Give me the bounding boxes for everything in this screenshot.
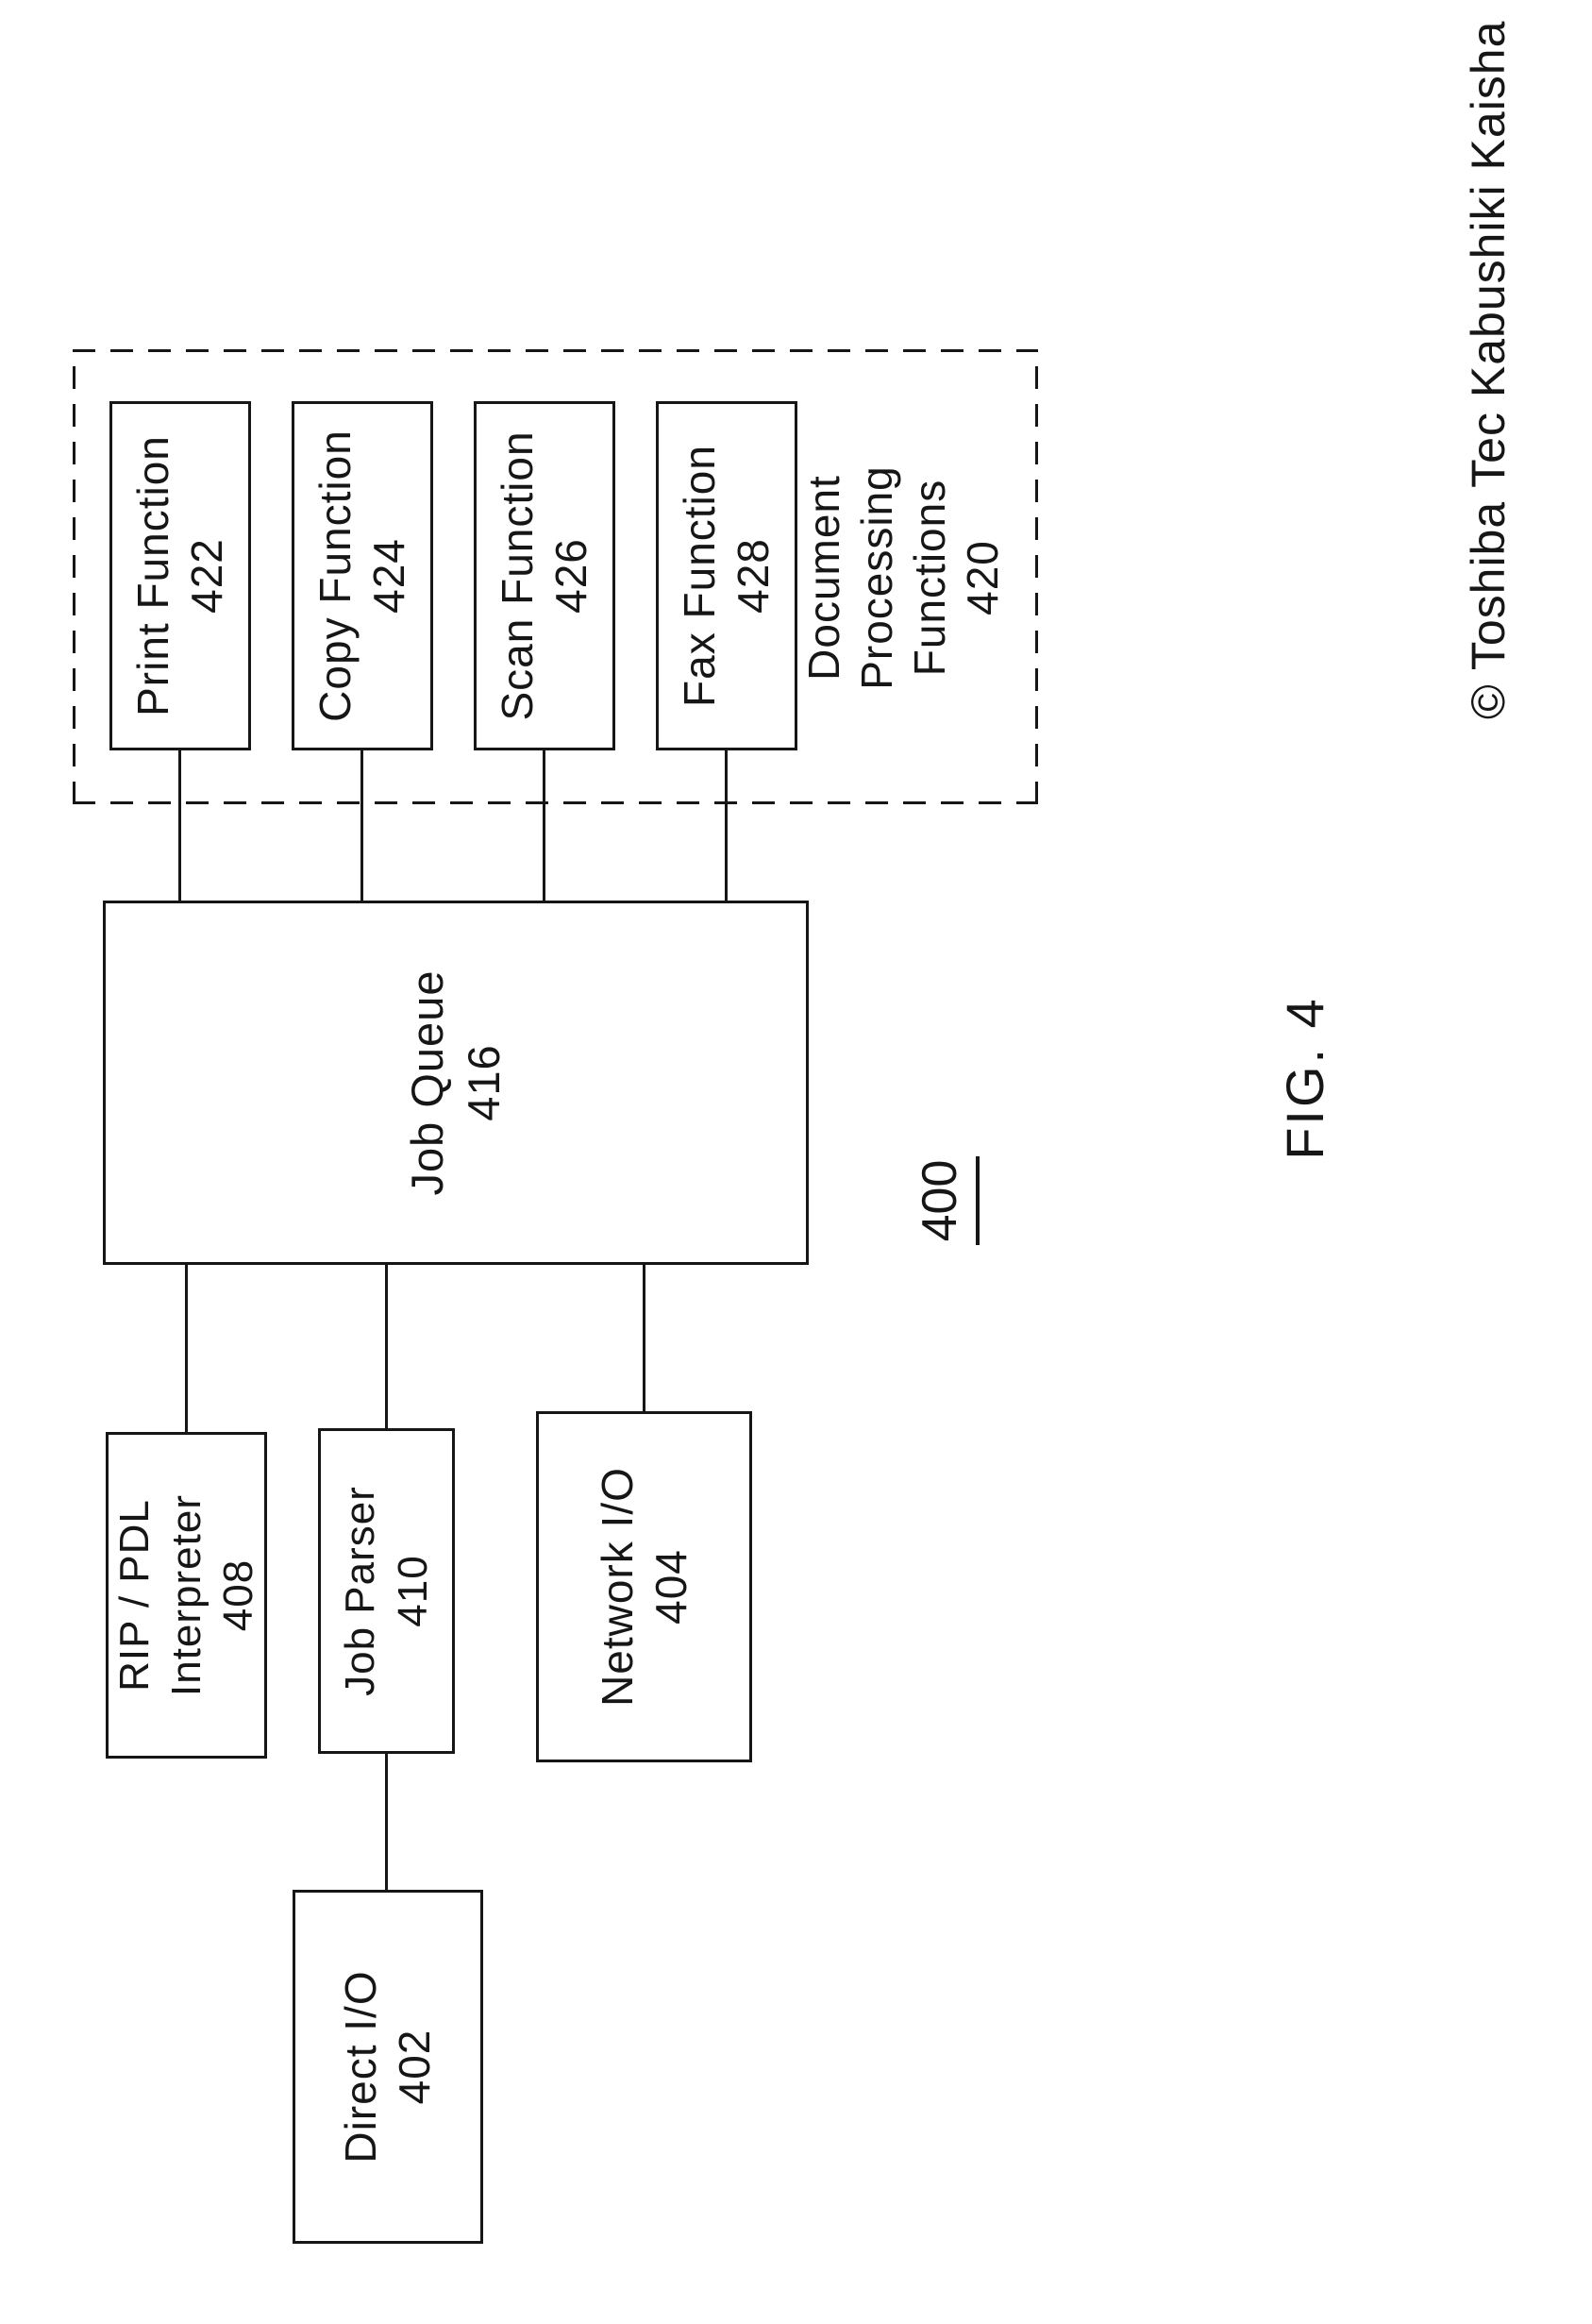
node-label: RIP / PDL (111, 1499, 158, 1692)
node-scan-function: Scan Function 426 (474, 401, 615, 750)
node-ref-number: 404 (645, 1549, 695, 1625)
figure-label: FIG. 4 (1275, 996, 1334, 1160)
dashed-border-bottom (1035, 349, 1038, 804)
node-label: Direct I/O (336, 1970, 385, 2164)
node-label: Print Function (128, 435, 177, 716)
node-label: Job Parser (336, 1486, 383, 1696)
connector-direct-io-parser (385, 1754, 388, 1890)
node-job-parser: Job Parser 410 (318, 1428, 455, 1754)
copyright-notice: © Toshiba Tec Kabushiki Kaisha (1462, 20, 1515, 719)
node-label: Fax Function (675, 445, 724, 707)
node-label: Copy Function (310, 429, 360, 722)
dashed-border-top (73, 349, 75, 804)
group-label-line: Functions (905, 479, 954, 677)
node-network-io: Network I/O 404 (536, 1411, 752, 1762)
node-ref-number: 426 (546, 538, 595, 614)
dashed-border-left (73, 801, 1038, 804)
connector-job-queue-fax (725, 750, 728, 901)
node-ref-number: 408 (215, 1558, 261, 1632)
node-ref-number: 428 (729, 538, 778, 614)
group-label-line: Processing (852, 465, 901, 690)
node-print-function: Print Function 422 (109, 401, 251, 750)
node-ref-number: 410 (389, 1555, 436, 1627)
node-job-queue: Job Queue 416 (103, 901, 809, 1265)
connector-rip-job-queue (185, 1265, 188, 1432)
document-processing-group-label: Document Processing Functions 420 (797, 370, 1009, 785)
connector-network-io-job-queue (643, 1265, 645, 1411)
dashed-border-right (73, 349, 1038, 352)
connector-job-queue-scan (543, 750, 545, 901)
node-fax-function: Fax Function 428 (656, 401, 797, 750)
node-ref-number: 416 (459, 1044, 509, 1121)
node-label: Scan Function (493, 430, 542, 721)
system-reference-number-text: 400 (912, 1155, 980, 1246)
node-ref-number: 424 (364, 538, 413, 614)
node-direct-io: Direct I/O 402 (293, 1890, 483, 2244)
connector-parser-job-queue (385, 1265, 388, 1428)
node-rip-pdl-interpreter: RIP / PDL Interpreter 408 (106, 1432, 267, 1759)
group-label-line: Document (799, 475, 848, 681)
connector-job-queue-print (178, 750, 181, 901)
node-label: Job Queue (402, 969, 452, 1196)
node-label: Interpreter (163, 1494, 209, 1696)
connector-job-queue-copy (360, 750, 363, 901)
node-ref-number: 402 (390, 2029, 439, 2105)
group-ref-number: 420 (958, 540, 1007, 615)
system-reference-number: 400 (912, 1144, 980, 1257)
node-copy-function: Copy Function 424 (292, 401, 433, 750)
node-label: Network I/O (592, 1467, 642, 1707)
node-ref-number: 422 (182, 538, 231, 614)
